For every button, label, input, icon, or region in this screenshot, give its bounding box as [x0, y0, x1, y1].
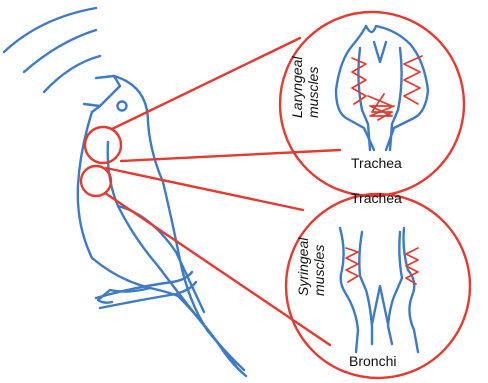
- syrinx-outline-right: [404, 228, 419, 352]
- bronchi-divider: [372, 286, 388, 324]
- syringeal-muscle-left: [346, 248, 358, 282]
- syringeal-muscles-label-line1: Syringeal: [295, 237, 311, 296]
- laryngeal-muscle-center: [368, 94, 394, 120]
- sound-wave-inner: [44, 56, 100, 92]
- bird-head-back: [114, 76, 244, 370]
- sound-wave-middle: [24, 30, 96, 72]
- syrinx-connector-top: [106, 168, 303, 210]
- sound-waves: [4, 8, 100, 92]
- laryngeal-muscles-label-line1: Laryngeal: [289, 56, 305, 118]
- syrinx-location-circle: [81, 166, 111, 196]
- syringeal-muscles-label: Syringeal muscles: [295, 234, 327, 296]
- larynx-glottis: [374, 42, 386, 62]
- syrinx-bronchi-label: Bronchi: [349, 353, 396, 369]
- syrinx-trachea-label: Trachea: [351, 190, 402, 206]
- laryngeal-muscles-label-line2: muscles: [305, 67, 321, 118]
- syrinx-inner-left: [359, 232, 372, 344]
- larynx-trachea-label: Trachea: [351, 155, 402, 171]
- laryngeal-muscles-label: Laryngeal muscles: [289, 53, 321, 118]
- bird-outline: [78, 76, 246, 376]
- larynx-outline: [336, 26, 428, 150]
- larynx-connector-top: [112, 38, 300, 129]
- larynx-location-circle: [85, 127, 121, 163]
- bird-wing: [108, 142, 236, 366]
- bird-beak-upper: [96, 76, 120, 106]
- syrinx-inner-right: [388, 232, 402, 344]
- larynx-magnified-view: Laryngeal muscles Trachea: [280, 12, 464, 196]
- bird-eye: [118, 102, 127, 111]
- laryngeal-muscle-right: [404, 56, 422, 104]
- larynx-inner-wall-right: [390, 48, 402, 150]
- syrinx-outline-left: [340, 228, 358, 352]
- syrinx-magnified-view: Trachea Syringeal muscles Bronchi: [286, 190, 470, 378]
- syringeal-muscles-label-line2: muscles: [311, 245, 327, 296]
- bird-breast: [78, 112, 178, 296]
- sound-wave-outer: [4, 8, 96, 52]
